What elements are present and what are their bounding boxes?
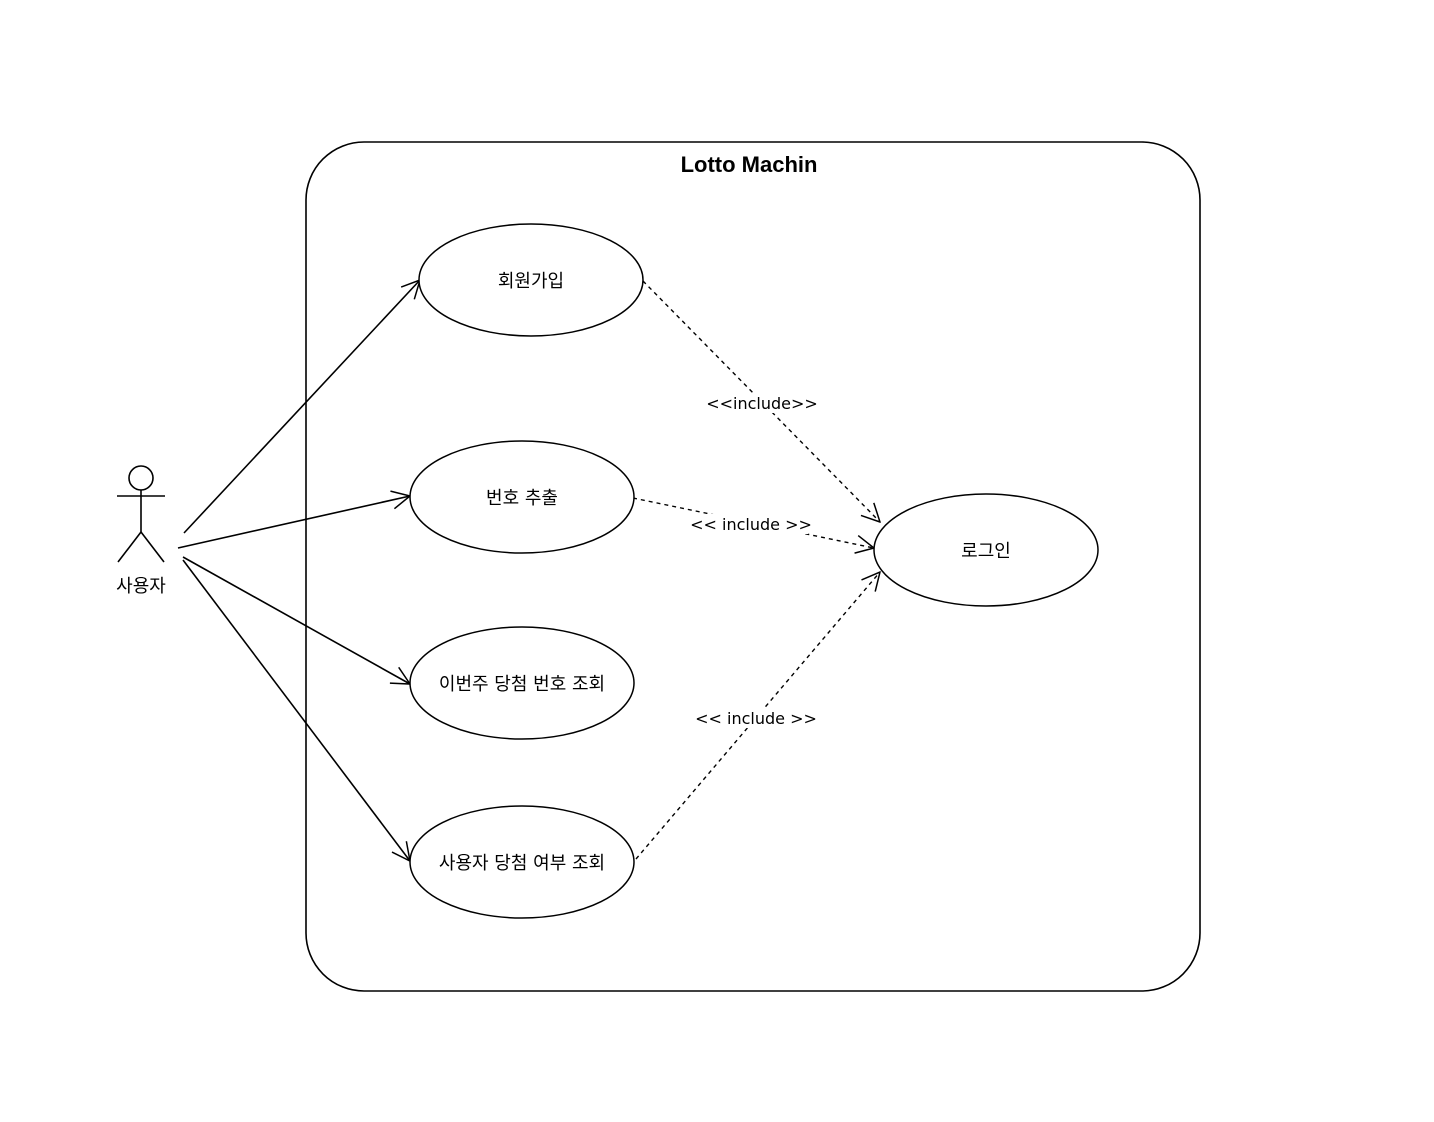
use-case-check-shape [409, 805, 635, 919]
use-case-extract[interactable]: 번호 추출 [409, 440, 635, 554]
actor-right-leg [140, 531, 165, 563]
use-case-login-shape [873, 493, 1099, 607]
use-case-check[interactable]: 사용자 당첨 여부 조회 [409, 805, 635, 919]
use-case-weekly-shape [409, 626, 635, 740]
use-case-signup-shape [418, 223, 644, 337]
actor-user[interactable]: 사용자 [116, 465, 166, 597]
association-check [182, 559, 410, 861]
system-title: Lotto Machin [681, 152, 818, 177]
actor-label: 사용자 [116, 576, 166, 597]
include-label-extract: << include >> [690, 515, 812, 534]
actor-left-leg [117, 531, 142, 563]
use-case-login[interactable]: 로그인 [873, 493, 1099, 607]
use-case-signup-label: 회원가입 [498, 271, 564, 292]
use-case-extract-shape [409, 440, 635, 554]
use-case-extract-label: 번호 추출 [486, 488, 558, 509]
include-label-check: << include >> [695, 709, 817, 728]
actor-head [128, 465, 154, 491]
use-case-signup[interactable]: 회원가입 [418, 223, 644, 337]
system-boundary [305, 141, 1201, 992]
use-case-check-label: 사용자 당첨 여부 조회 [439, 853, 605, 874]
association-extract [177, 496, 410, 549]
use-case-weekly[interactable]: 이번주 당첨 번호 조회 [409, 626, 635, 740]
association-signup [183, 280, 420, 534]
association-weekly [182, 556, 410, 684]
use-case-login-label: 로그인 [961, 541, 1011, 562]
include-check-login [635, 572, 880, 860]
include-label-signup: <<include>> [706, 394, 818, 413]
use-case-weekly-label: 이번주 당첨 번호 조회 [439, 674, 605, 695]
